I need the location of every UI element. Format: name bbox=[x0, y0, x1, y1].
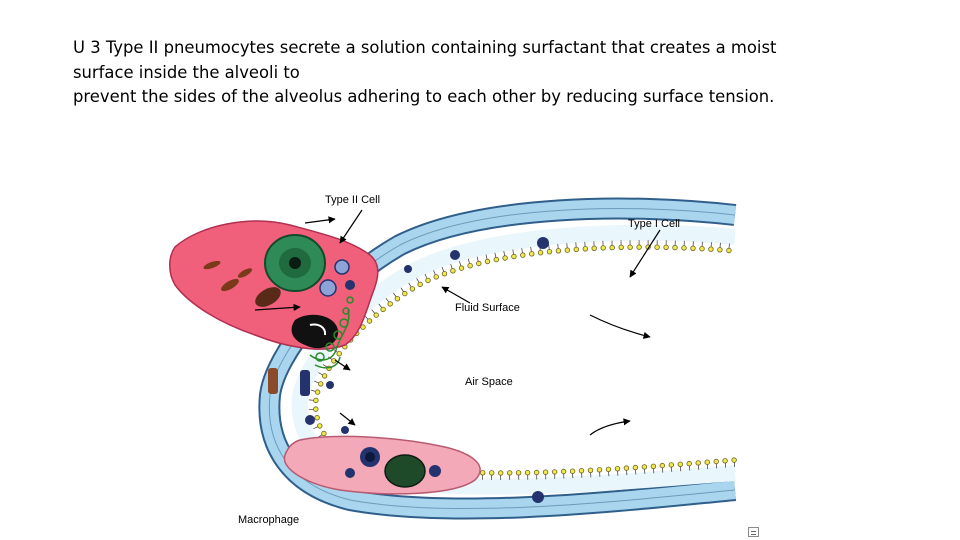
surfactant-molecule bbox=[610, 241, 615, 250]
surfactant-molecule bbox=[574, 242, 579, 251]
surfactant-molecule bbox=[311, 390, 320, 395]
surfactant-molecule bbox=[442, 267, 447, 276]
surfactant-molecule bbox=[417, 278, 423, 286]
label-macrophage: Macrophage bbox=[238, 514, 299, 526]
surfactant-molecule bbox=[529, 247, 534, 256]
surfactant-molecule bbox=[565, 243, 570, 252]
surfactant-molecule bbox=[664, 240, 669, 249]
surfactant-molecule bbox=[386, 298, 393, 306]
surfactant-molecule bbox=[691, 241, 696, 250]
surfactant-molecule bbox=[489, 471, 494, 480]
surfactant-molecule bbox=[459, 261, 464, 270]
surfactant-molecule bbox=[314, 381, 323, 386]
surfactant-molecule bbox=[619, 240, 624, 249]
surfactant-molecule bbox=[372, 310, 379, 318]
slide-body-text: U 3 Type II pneumocytes secrete a soluti… bbox=[73, 36, 873, 110]
text-line: surface inside the alveoli to bbox=[73, 61, 873, 86]
surfactant-molecule bbox=[673, 241, 678, 250]
surfactant-molecule bbox=[512, 250, 517, 259]
surfactant-molecule bbox=[637, 240, 642, 249]
surfactant-molecule bbox=[655, 240, 660, 249]
surfactant-molecule bbox=[592, 241, 597, 250]
surfactant-molecule bbox=[477, 257, 482, 266]
label-fluid-surface: Fluid Surface bbox=[455, 302, 520, 314]
surfactant-molecule bbox=[451, 264, 456, 273]
surfactant-molecule bbox=[709, 242, 714, 251]
surfactant-molecule bbox=[507, 471, 512, 480]
label-type2-cell: Type II Cell bbox=[325, 194, 380, 206]
type2-cell bbox=[170, 221, 378, 349]
surfactant-molecule bbox=[425, 274, 430, 283]
surfactant-molecule bbox=[682, 241, 687, 250]
surfactant-molecule bbox=[727, 244, 732, 253]
surfactant-molecule bbox=[700, 242, 705, 251]
surfactant-molecule bbox=[521, 248, 526, 257]
alveolus-diagram: Type II Cell Type I Cell Fluid Surface A… bbox=[160, 185, 750, 535]
label-air-space: Air Space bbox=[465, 376, 513, 388]
surfactant-molecule bbox=[556, 244, 561, 253]
surfactant-molecule bbox=[313, 424, 322, 429]
label-type1-cell: Type I Cell bbox=[628, 218, 680, 230]
surfactant-molecule bbox=[434, 270, 439, 279]
surfactant-molecule bbox=[718, 243, 723, 252]
surfactant-molecule bbox=[480, 471, 485, 480]
surfactant-molecule bbox=[309, 407, 318, 412]
surfactant-molecule bbox=[628, 240, 633, 249]
surfactant-molecule bbox=[318, 373, 327, 379]
surfactant-molecule bbox=[583, 242, 588, 251]
surfactant-molecule bbox=[503, 251, 508, 260]
surfactant-molecule bbox=[468, 259, 473, 268]
surfactant-molecule bbox=[494, 253, 499, 262]
surfactant-molecule bbox=[365, 316, 372, 324]
surfactant-molecule bbox=[485, 255, 490, 264]
surfactant-molecule bbox=[379, 304, 386, 312]
surfactant-molecule bbox=[401, 288, 407, 296]
surfactant-molecule bbox=[409, 283, 415, 291]
slide-notes-icon[interactable] bbox=[748, 527, 759, 537]
surfactant-molecule bbox=[498, 471, 503, 480]
surfactant-molecule bbox=[601, 241, 606, 250]
surfactant-molecule bbox=[309, 398, 318, 403]
surfactant-molecule bbox=[393, 293, 399, 301]
macrophage-nucleus bbox=[385, 455, 425, 487]
text-line: prevent the sides of the alveolus adheri… bbox=[73, 85, 873, 110]
text-line: U 3 Type II pneumocytes secrete a soluti… bbox=[73, 36, 873, 61]
